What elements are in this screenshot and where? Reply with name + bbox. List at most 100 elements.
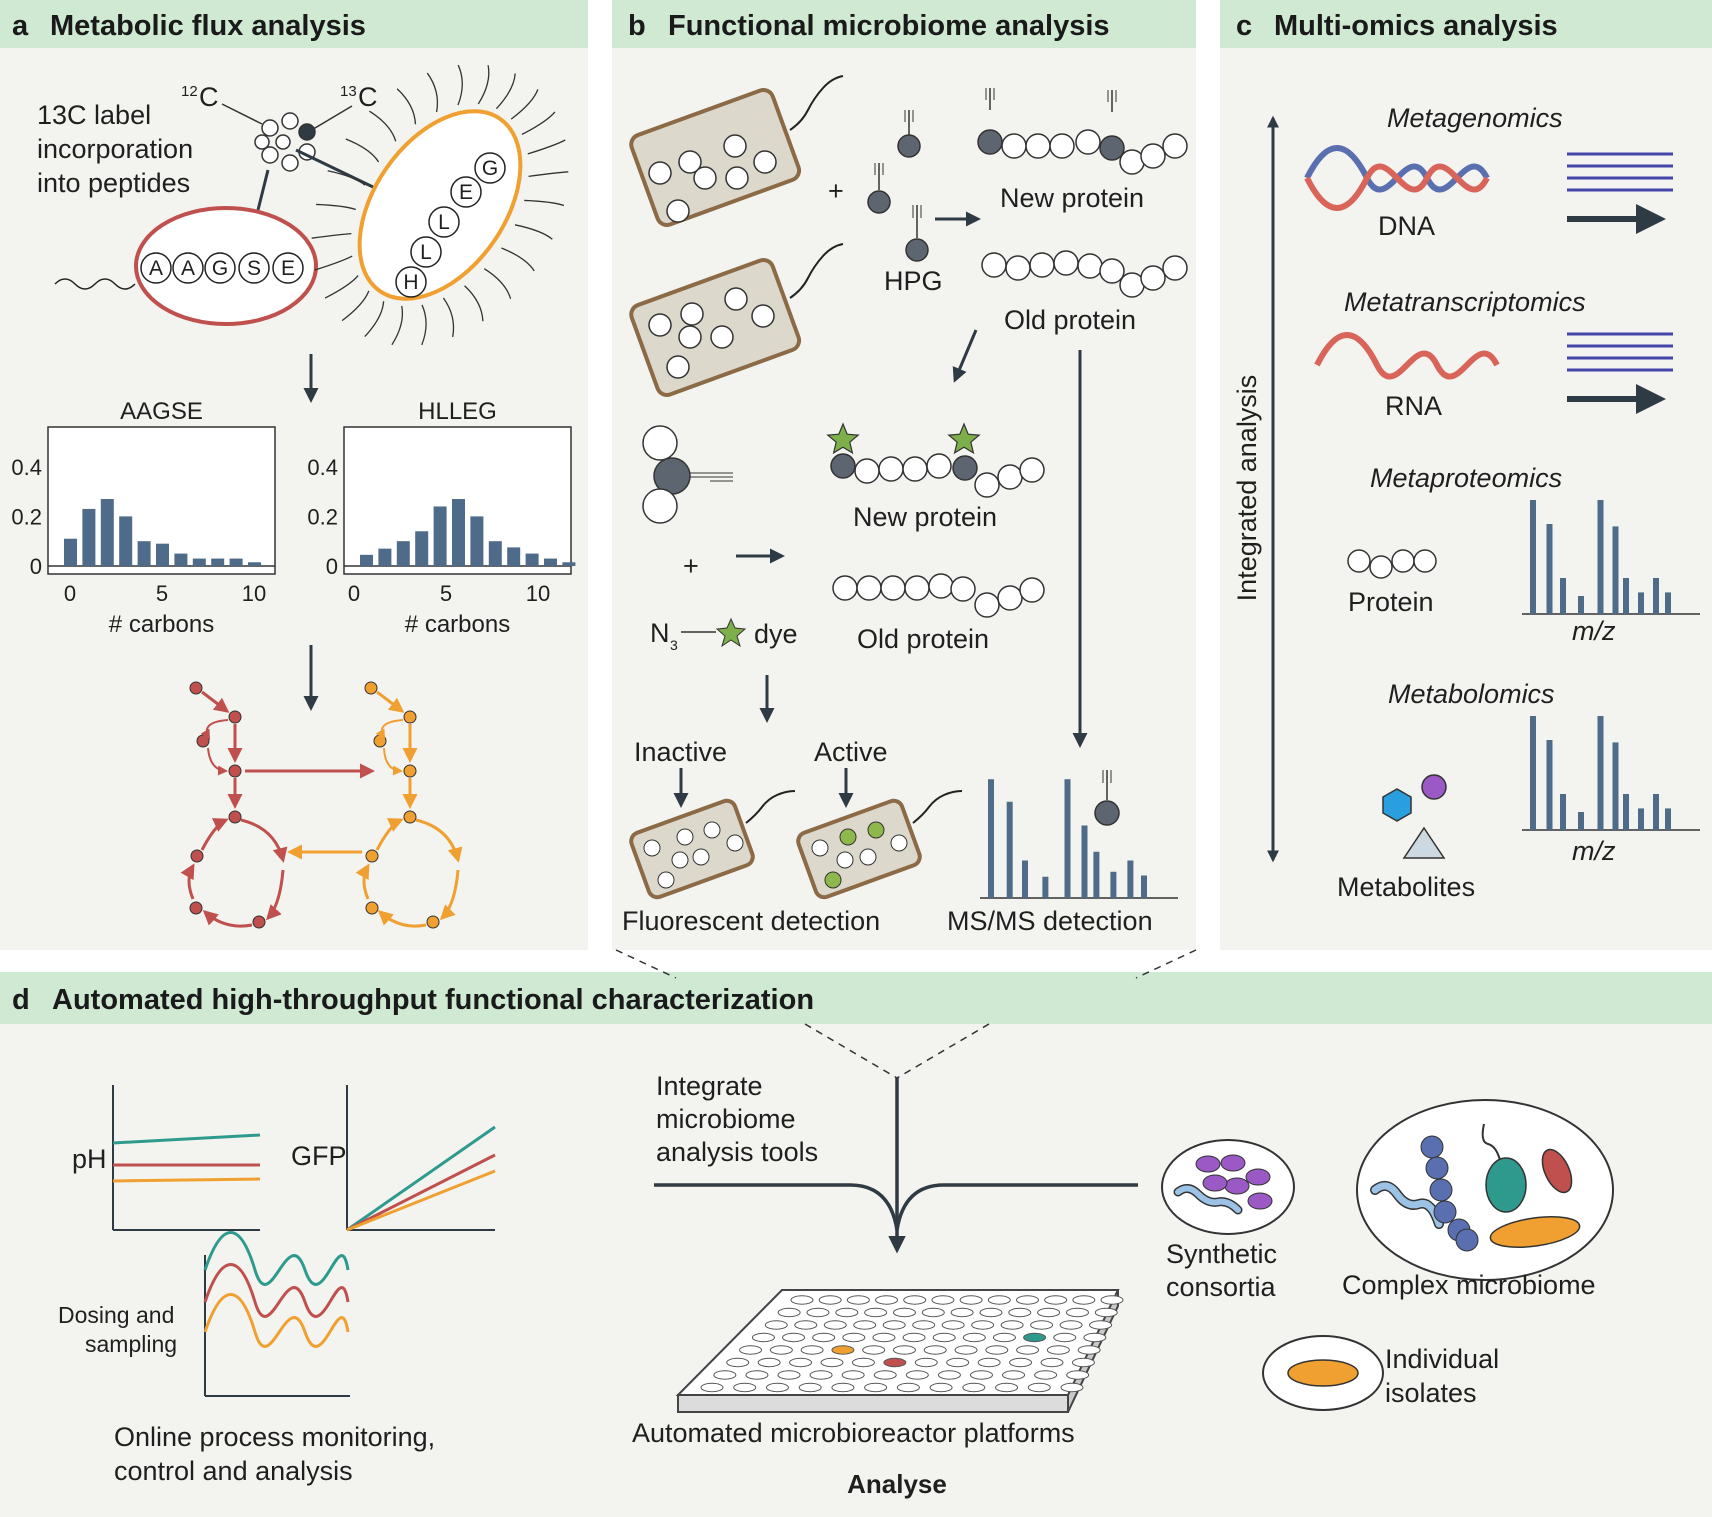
sequence-reads-icon bbox=[1567, 152, 1673, 234]
hlleg-residue-letter: G bbox=[482, 157, 498, 180]
hlleg-residue bbox=[410, 236, 442, 268]
msms-spectrum-peak bbox=[1081, 825, 1088, 898]
proteomics-spectrum-peak bbox=[1578, 596, 1584, 614]
plate-well bbox=[800, 1345, 824, 1355]
new-protein-labeled-residue bbox=[952, 455, 978, 481]
aagse-residue bbox=[272, 252, 304, 284]
plate-well bbox=[823, 1320, 847, 1330]
protein-label: Protein bbox=[1348, 587, 1434, 617]
ph-label: pH bbox=[72, 1144, 107, 1174]
histogram-xtick: 10 bbox=[242, 581, 266, 606]
plate-well bbox=[739, 1345, 763, 1355]
old-protein-unlabeled-residue bbox=[997, 585, 1023, 611]
histogram-bar bbox=[229, 558, 243, 566]
plate-well bbox=[995, 1382, 1019, 1393]
flagellum bbox=[314, 255, 353, 271]
new-old-protein-chains-top bbox=[977, 88, 1188, 298]
metabolomics-spectrum-peak bbox=[1560, 794, 1566, 830]
panel-c-title: Multi-omics analysis bbox=[1274, 10, 1558, 42]
individual-isolates-icon bbox=[1262, 1335, 1384, 1411]
synthetic-consortia-icon bbox=[1161, 1139, 1295, 1235]
svg-text:control and analysis: control and analysis bbox=[114, 1456, 353, 1486]
aagse-residue bbox=[238, 252, 270, 284]
dye-label: dye bbox=[754, 619, 798, 649]
plate-well bbox=[923, 1345, 947, 1355]
bacterium-cell-middle bbox=[629, 243, 844, 397]
hlleg-residue bbox=[474, 152, 506, 184]
plate-well bbox=[1015, 1295, 1039, 1305]
new-protein-top-residue bbox=[1075, 129, 1101, 155]
msms-spectrum-peak bbox=[988, 779, 994, 898]
plate-well bbox=[864, 1382, 888, 1393]
msms-spectrum-peak bbox=[1127, 860, 1134, 898]
inactive-label: Inactive bbox=[634, 737, 727, 767]
dosing-label: Dosing and sampling bbox=[58, 1302, 177, 1357]
svg-text:into peptides: into peptides bbox=[37, 168, 190, 198]
metabolomics-spectrum bbox=[1522, 716, 1700, 831]
panel-c-letter: c bbox=[1236, 10, 1252, 42]
plate-well bbox=[853, 1320, 877, 1330]
histogram-ytick: 0 bbox=[30, 554, 42, 579]
proteomics-spectrum-peak bbox=[1612, 526, 1619, 614]
old-protein-top-residue bbox=[1005, 255, 1031, 281]
new-protein-top-residue bbox=[1099, 135, 1125, 161]
plate-well bbox=[769, 1345, 793, 1355]
new-protein-labeled-residue bbox=[926, 453, 952, 479]
new-protein-top-residue bbox=[1119, 149, 1145, 175]
histogram-xtick: 5 bbox=[156, 581, 168, 606]
histogram-xtick: 10 bbox=[526, 581, 550, 606]
histogram-bar bbox=[396, 541, 410, 566]
plate-well bbox=[1089, 1320, 1113, 1330]
svg-text:Online process monitoring,: Online process monitoring, bbox=[114, 1422, 435, 1452]
flagellum bbox=[316, 203, 356, 211]
new-protein-top-residue bbox=[977, 129, 1003, 155]
histogram-bar bbox=[470, 516, 484, 566]
histogram-bar bbox=[562, 562, 576, 566]
msms-spectrum bbox=[980, 779, 1178, 899]
plate-well bbox=[1009, 1357, 1033, 1368]
label-incorporation-text: 13C label incorporation into peptides bbox=[37, 100, 193, 198]
dosing-plot-icon bbox=[203, 1231, 350, 1397]
metabolomics-label: Metabolomics bbox=[1388, 679, 1555, 709]
histogram-bar bbox=[100, 499, 114, 566]
plate-well bbox=[971, 1320, 995, 1330]
plate-well bbox=[820, 1357, 844, 1368]
hlleg-residue bbox=[450, 176, 482, 208]
histogram-bar bbox=[82, 508, 96, 566]
histogram-bar bbox=[248, 562, 261, 566]
proteomics-spectrum-peak bbox=[1560, 578, 1566, 614]
old-protein-top-residue bbox=[1053, 250, 1079, 276]
dashed-connector-right bbox=[1135, 949, 1197, 979]
isotope-13-c: C bbox=[358, 82, 378, 112]
monitoring-label: Online process monitoring, control and a… bbox=[114, 1422, 435, 1486]
azide-n-label: N bbox=[650, 618, 670, 648]
plate-well bbox=[835, 1307, 859, 1318]
metabolomics-spectrum-peak bbox=[1653, 794, 1659, 830]
plate-well bbox=[1071, 1357, 1095, 1368]
flagellum bbox=[311, 232, 352, 239]
plate-well bbox=[962, 1332, 986, 1343]
svg-text:incorporation: incorporation bbox=[37, 134, 193, 164]
aagse-residue bbox=[172, 252, 204, 284]
plus-sign-bottom: + bbox=[683, 551, 699, 581]
histogram-title: HLLEG bbox=[418, 398, 497, 425]
plate-well bbox=[914, 1357, 938, 1368]
funnel-arrow-icon bbox=[654, 1078, 1138, 1254]
complex-microbiome-icon bbox=[1356, 1099, 1614, 1281]
flagellum bbox=[510, 89, 539, 120]
histogram-ytick: 0.2 bbox=[307, 504, 338, 529]
new-protein-labeled-residue bbox=[878, 456, 904, 482]
histogram-bar bbox=[211, 558, 225, 566]
carbon-molecule-icon bbox=[221, 103, 353, 172]
svg-text:sampling: sampling bbox=[85, 1331, 177, 1357]
arrow-to-click-chemistry bbox=[952, 329, 978, 383]
histogram-xlabel: # carbons bbox=[109, 611, 214, 638]
plate-well bbox=[1065, 1307, 1089, 1318]
svg-text:13C label: 13C label bbox=[37, 100, 151, 130]
plate-well bbox=[1060, 1382, 1084, 1393]
dna-helix-icon bbox=[1304, 145, 1490, 211]
aagse-residue-letter: A bbox=[149, 257, 163, 280]
mz-label-2: m/z bbox=[1572, 836, 1616, 866]
panel-d-letter: d bbox=[12, 984, 30, 1016]
aagse-residue bbox=[140, 252, 172, 284]
